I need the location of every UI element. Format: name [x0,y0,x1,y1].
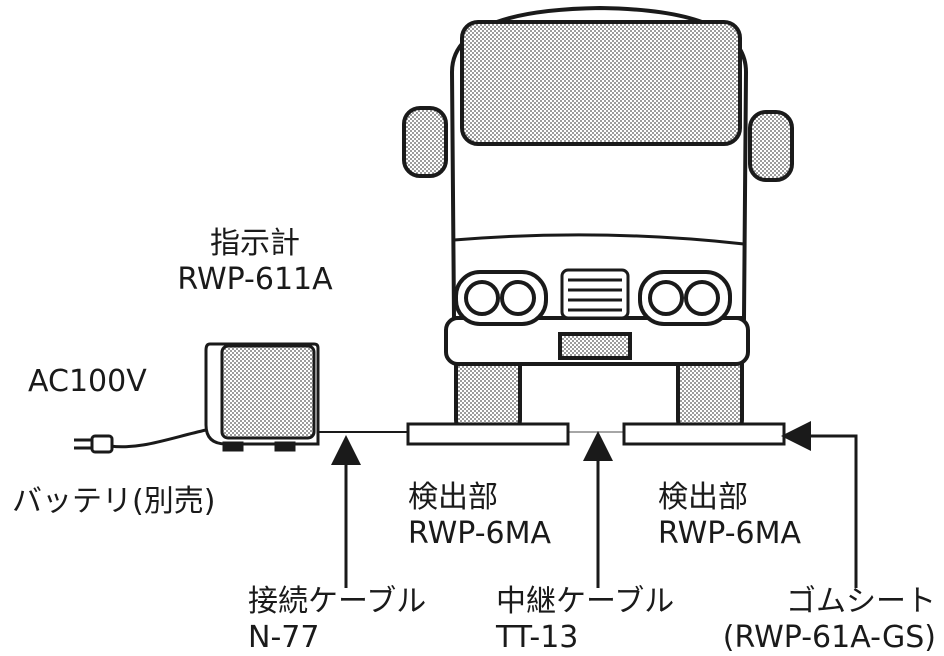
sensor-left-model: RWP-6MA [408,516,552,551]
rubber-sheet-model: (RWP-61A-GS) [722,620,936,655]
relay-cable-name: 中継ケーブル [496,584,675,619]
battery-label: バッテリ(別売) [12,484,216,519]
sensor-right-model: RWP-6MA [658,516,802,551]
truck-left-mirror [402,106,448,178]
sensor-right-label: 検出部 RWP-6MA [658,480,801,552]
truck-windshield [460,20,742,146]
indicator-unit [204,342,320,452]
power-plug-icon [74,428,207,454]
sensor-left-label: 検出部 RWP-6MA [408,480,551,552]
sensor-pad-left [406,422,570,446]
sensor-right-name: 検出部 [658,480,748,515]
rubber-sheet-name: ゴムシート [786,584,936,619]
truck-illustration [402,5,794,432]
sensor-left-name: 検出部 [408,480,498,515]
connect-cable-name: 接続ケーブル [248,584,427,619]
sensor-pad-right [622,422,786,446]
relay-cable-label: 中継ケーブル TT-13 [496,584,674,656]
relay-cable-model: TT-13 [496,620,579,655]
truck-license-plate [558,332,632,360]
indicator-model: RWP-611A [177,262,333,297]
rubber-sheet-label: ゴムシート (RWP-61A-GS) [700,584,936,656]
power-label: AC100V [28,364,147,399]
truck-right-mirror [748,110,794,182]
connect-cable-model: N-77 [248,620,320,655]
connect-cable-label: 接続ケーブル N-77 [248,584,426,656]
indicator-name: 指示計 [210,226,300,261]
indicator-label: 指示計 RWP-611A [160,226,350,298]
truck-grille [560,268,630,320]
rubber-sheet-arrow [781,421,858,588]
